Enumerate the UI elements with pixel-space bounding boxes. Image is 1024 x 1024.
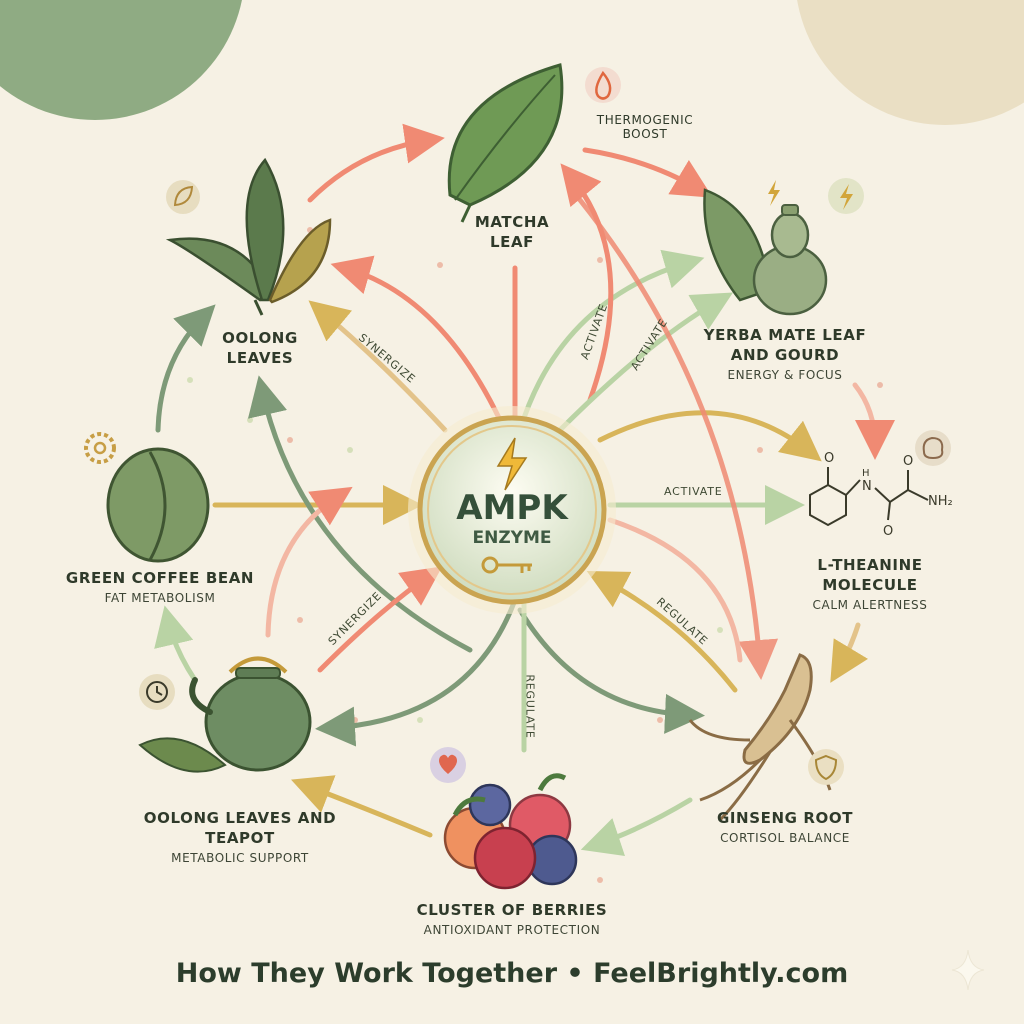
ampk-enzyme-node: [408, 406, 616, 614]
arrow-berries-to-oolong-long: [247, 375, 473, 653]
matcha-leaf-illustration: [447, 63, 564, 223]
flame-icon: [585, 67, 621, 103]
arrow-teapot-to-coffee: [154, 605, 198, 683]
arrow-berries-to-teapot: [290, 775, 433, 838]
yerba-mate-illustration: [703, 188, 828, 316]
lightning-icon: [828, 178, 864, 214]
label-matcha: MATCHA LEAF: [452, 212, 572, 252]
arrow-center-to-ginseng-green: [517, 607, 705, 734]
ampk-title: AMPK: [456, 488, 568, 528]
arrow-coffee-to-oolong: [155, 304, 216, 433]
label-teapot: OOLONG LEAVES AND TEAPOT METABOLIC SUPPO…: [140, 808, 340, 865]
arrow-activate-to-yerba: [557, 292, 734, 433]
arrow-synergize-bottom: [317, 566, 443, 673]
label-matcha-title: MATCHA LEAF: [474, 213, 550, 251]
label-berries: CLUSTER OF BERRIES ANTIOXIDANT PROTECTIO…: [382, 900, 642, 937]
label-ginseng-title: GINSENG ROOT: [716, 809, 854, 827]
edge-label-regulate-bottom: REGULATE: [523, 674, 537, 739]
atom-o1: O: [824, 451, 834, 466]
label-oolong-top-title: OOLONG LEAVES: [222, 329, 298, 367]
brain-icon: [915, 430, 951, 466]
label-yerba-title: YERBA MATE LEAF AND GOURD: [703, 326, 867, 364]
arrow-theanine-to-ginseng: [830, 622, 869, 683]
arrow-center-to-oolong-red: [330, 255, 503, 423]
teapot-illustration: [138, 656, 312, 773]
atom-o2: O: [903, 454, 913, 469]
label-coffee: GREEN COFFEE BEAN FAT METABOLISM: [50, 568, 270, 605]
arrow-teapot-to-center: [265, 486, 353, 638]
label-oolong-top: OOLONG LEAVES: [200, 328, 320, 368]
arrow-matcha-to-yerba: [582, 147, 713, 198]
arrow-center-to-teapot-green: [315, 597, 518, 747]
label-coffee-subtitle: FAT METABOLISM: [104, 591, 216, 605]
sparkle-icon: [951, 949, 985, 991]
green-coffee-bean-illustration: [106, 447, 210, 563]
key-icon: [481, 556, 532, 574]
arrow-ginseng-to-berries: [580, 797, 693, 857]
label-theanine-title: L-THEANINE MOLECULE: [817, 556, 923, 594]
atom-o3: O: [883, 524, 893, 539]
corner-blob-right: [797, 0, 1024, 125]
atom-h: H: [862, 468, 870, 479]
label-teapot-subtitle: METABOLIC SUPPORT: [171, 851, 309, 865]
corner-blob-left: [0, 0, 242, 120]
label-yerba-subtitle: ENERGY & FOCUS: [727, 368, 843, 382]
leaf-icon: [166, 180, 200, 214]
label-coffee-title: GREEN COFFEE BEAN: [65, 569, 255, 587]
arrow-matcha-to-ginseng-long: [577, 197, 779, 680]
arrow-center-to-yerba-green: [517, 249, 705, 433]
lightning-icon: [768, 180, 780, 206]
l-theanine-molecule-illustration: [809, 467, 929, 527]
label-ginseng-subtitle: CORTISOL BALANCE: [720, 831, 850, 845]
arrow-activate-to-matcha: [560, 163, 614, 403]
arrow-ginseng-to-center-regulate: [586, 571, 738, 693]
label-yerba: YERBA MATE LEAF AND GOURD ENERGY & FOCUS: [690, 325, 880, 382]
label-teapot-title: OOLONG LEAVES AND TEAPOT: [143, 809, 337, 847]
arrow-oolong-to-matcha: [307, 123, 445, 203]
berries-illustration: [443, 773, 578, 890]
label-theanine-subtitle: CALM ALERTNESS: [812, 598, 928, 612]
clock-icon: [139, 674, 175, 710]
label-thermogenic: THERMOGENIC BOOST: [585, 110, 705, 141]
edge-label-activate-right: ACTIVATE: [664, 485, 723, 498]
oolong-leaves-illustration: [165, 157, 332, 316]
atom-n: N: [862, 479, 872, 494]
ampk-subtitle: ENZYME: [472, 528, 552, 548]
footer-title: How They Work Together • FeelBrightly.co…: [175, 958, 849, 989]
arrow-center-to-theanine-gold: [597, 410, 822, 462]
lightning-icon: [496, 437, 528, 491]
label-theanine: L-THEANINE MOLECULE CALM ALERTNESS: [775, 555, 965, 612]
atom-nh2: NH₂: [928, 494, 953, 509]
label-berries-subtitle: ANTIOXIDANT PROTECTION: [423, 923, 601, 937]
gear-icon: [84, 432, 116, 464]
arrow-center-to-oolong-synergize: [308, 300, 448, 433]
arrow-yerba-to-theanine: [852, 382, 895, 460]
label-berries-title: CLUSTER OF BERRIES: [416, 901, 608, 919]
label-ginseng: GINSENG ROOT CORTISOL BALANCE: [690, 808, 880, 845]
ginseng-root-illustration: [688, 653, 832, 822]
shield-icon: [808, 749, 844, 785]
label-thermogenic-title: THERMOGENIC BOOST: [596, 113, 694, 141]
heart-icon: [430, 747, 466, 783]
arrow-center-to-ginseng: [607, 517, 743, 663]
